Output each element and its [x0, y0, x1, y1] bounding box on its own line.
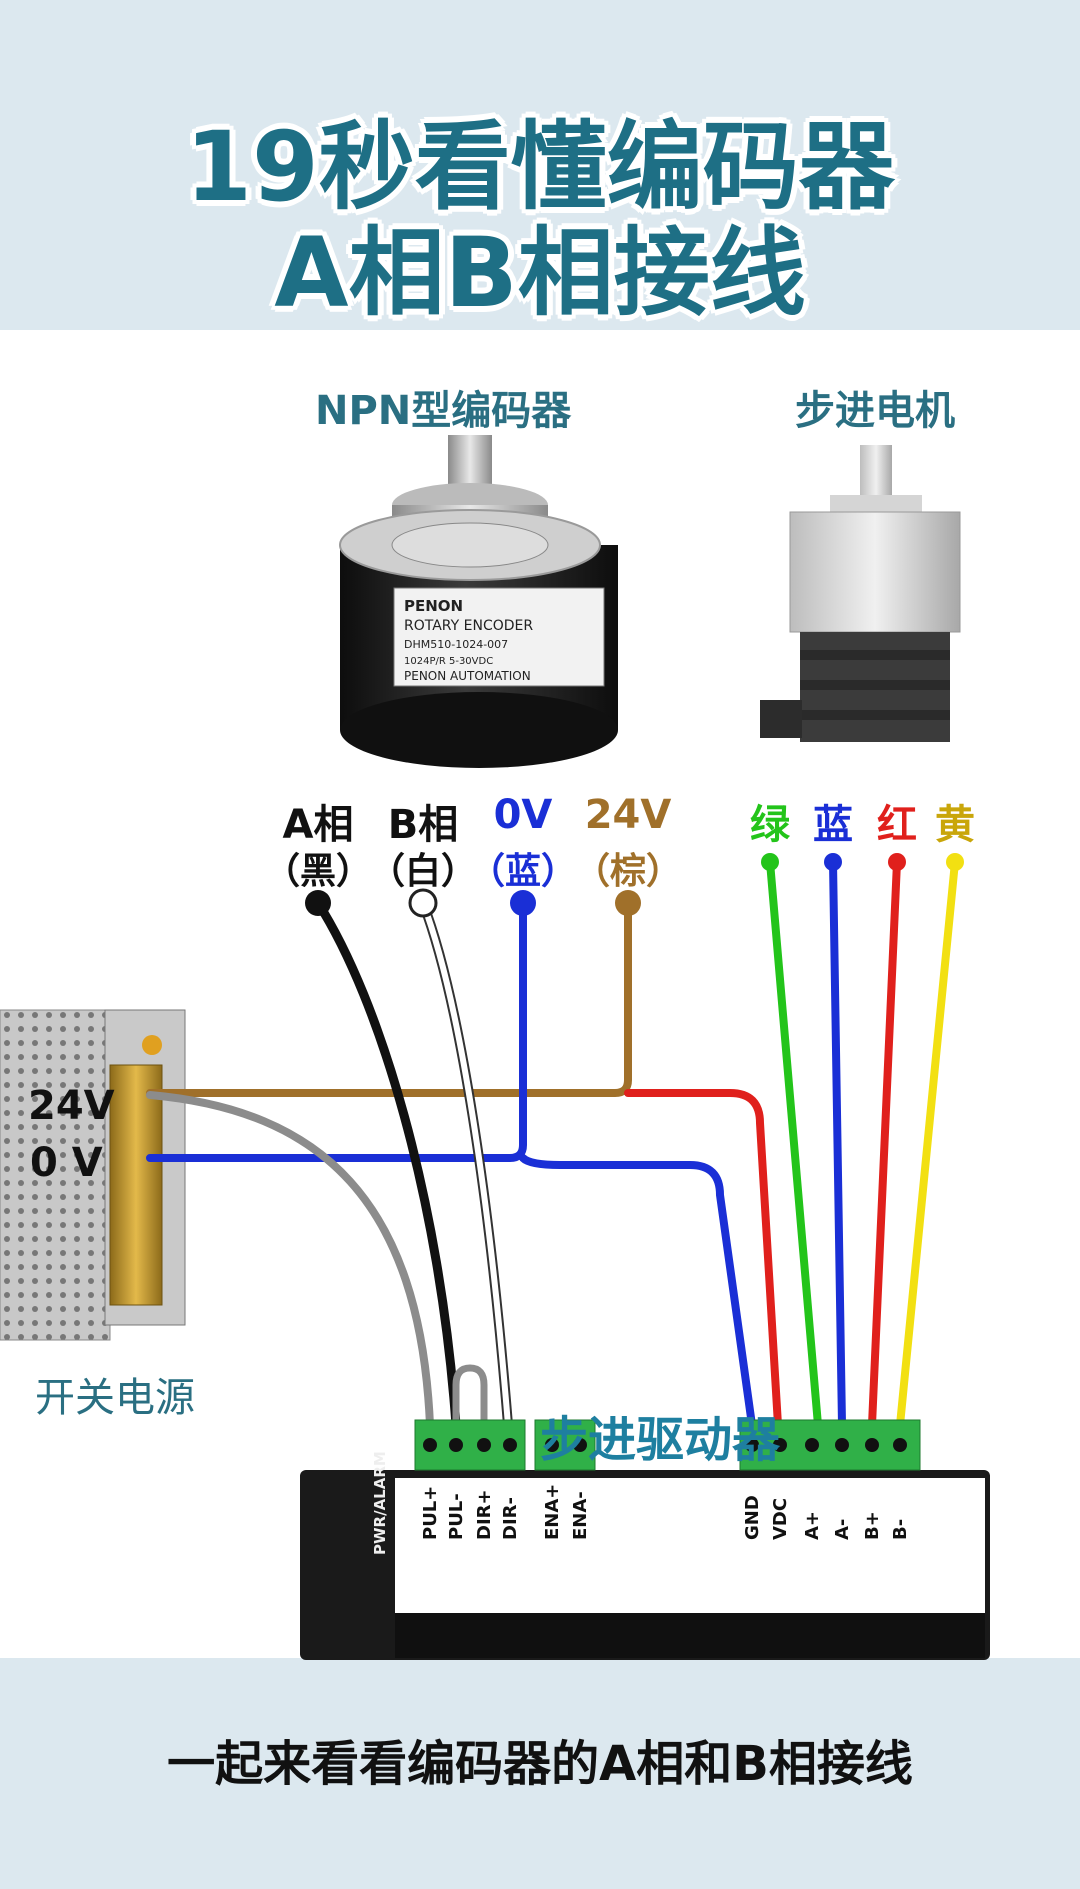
- motor-wires: [761, 853, 964, 1429]
- driver-terminal-right-4: B+: [862, 1511, 883, 1540]
- header-band: [0, 0, 1080, 330]
- encoder-wire-label-3: 24V: [584, 792, 672, 838]
- driver-label: 步进驱动器: [539, 1412, 780, 1468]
- encoder-maker: PENON AUTOMATION: [404, 669, 531, 683]
- encoder-brand: PENON: [404, 597, 463, 615]
- wire-white: [420, 900, 511, 1428]
- driver-terminal-left-0: PUL+: [420, 1486, 441, 1540]
- driver-terminal-right-2: A+: [802, 1511, 823, 1540]
- power-24v-label: 24V: [28, 1083, 115, 1129]
- motor-label: 步进电机: [795, 388, 955, 434]
- driver-terminal-right-0: GND: [742, 1495, 763, 1540]
- title-line-2: A相B相接线: [274, 217, 806, 329]
- driver-side-label: PWR/ALARM: [371, 1451, 389, 1555]
- encoder-model: DHM510-1024-007: [404, 638, 508, 651]
- driver-terminal-left-5: ENA-: [570, 1491, 591, 1540]
- encoder-wire-label-0: A相: [282, 802, 354, 848]
- wire-24v-brown: [146, 899, 632, 1097]
- wire-dots: [305, 888, 641, 918]
- wire-red: [624, 1089, 782, 1429]
- driver-terminal-left-4: ENA+: [542, 1484, 563, 1540]
- motor-wire-label-1: 蓝: [813, 802, 853, 848]
- driver-terminal-left-2: DIR+: [474, 1489, 495, 1540]
- encoder-wire-color-0: （黑）: [263, 851, 372, 892]
- driver-terminal-left-1: PUL-: [446, 1493, 467, 1540]
- wire-grey: [146, 1091, 434, 1429]
- power-supply-image: [0, 1009, 186, 1341]
- title-line-1: 19秒看懂编码器: [185, 111, 895, 223]
- encoder-wire-color-1: （白）: [368, 851, 477, 892]
- stepper-motor-image: [760, 445, 961, 742]
- motor-wire-label-2: 红: [877, 802, 917, 848]
- driver-terminal-left-3: DIR-: [500, 1497, 521, 1540]
- motor-wire-label-0: 绿: [750, 802, 790, 848]
- encoder-nameplate: [393, 587, 605, 687]
- driver-terminal-right-5: B-: [890, 1519, 911, 1540]
- wire-blue-gnd: [519, 1154, 756, 1429]
- right-terminal-block: [739, 1419, 921, 1471]
- encoder-label: NPN型编码器: [315, 388, 572, 434]
- driver-terminal-right-1: VDC: [770, 1498, 791, 1540]
- footer-band: [0, 1658, 1080, 1889]
- wires: [146, 898, 782, 1430]
- driver-terminal-right-3: A-: [832, 1519, 853, 1540]
- subtitle: 一起来看看编码器的A相和B相接线: [167, 1736, 913, 1792]
- encoder-wire-label-1: B相: [387, 802, 459, 848]
- power-0v-label: 0 V: [30, 1140, 103, 1186]
- motor-wire-label-3: 黄: [935, 802, 975, 848]
- encoder-spec: 1024P/R 5-30VDC: [404, 656, 493, 667]
- encoder-image: PENON ROTARY ENCODER DHM510-1024-007 102…: [339, 435, 618, 768]
- encoder-wire-label-2: 0V: [493, 792, 553, 838]
- wire-white-outline: [418, 898, 513, 1430]
- encoder-wire-color-2: （蓝）: [468, 851, 577, 892]
- power-supply-label: 开关电源: [35, 1375, 195, 1421]
- wire-black: [313, 898, 461, 1430]
- wire-0v-blue: [146, 899, 527, 1162]
- stepper-driver: PWR/ALARM PUL+PUL- DIR+DIR- ENA+ ENA- GND VD…: [300, 1419, 990, 1660]
- encoder-wire-color-3: （棕）: [573, 851, 682, 892]
- encoder-name: ROTARY ENCODER: [404, 618, 533, 634]
